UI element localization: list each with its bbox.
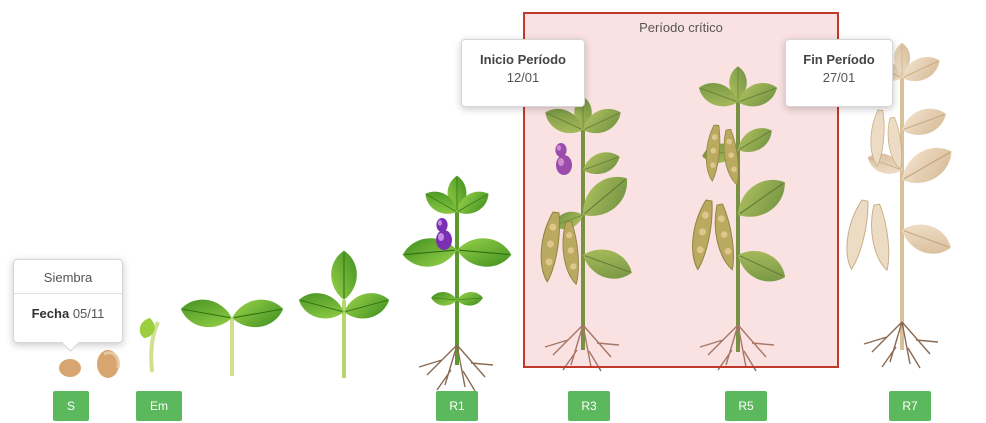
period-start-title: Inicio Período <box>462 52 584 67</box>
stage-button-em[interactable]: Em <box>136 391 182 421</box>
period-start-date: 12/01 <box>462 70 584 85</box>
sowing-date-label: Fecha <box>32 306 70 321</box>
period-end-tooltip: Fin Período 27/01 <box>785 39 893 107</box>
sowing-date: 05/11 <box>73 306 105 321</box>
period-end-title: Fin Período <box>786 52 892 67</box>
stage-button-r3[interactable]: R3 <box>568 391 610 421</box>
period-start-tooltip: Inicio Período 12/01 <box>461 39 585 107</box>
sowing-tooltip-body: Fecha 05/11 <box>14 294 122 321</box>
sowing-tooltip-header: Siembra <box>14 260 122 294</box>
stage-button-r7[interactable]: R7 <box>889 391 931 421</box>
stage-button-s[interactable]: S <box>53 391 89 421</box>
critical-period-title: Período crítico <box>525 20 837 35</box>
period-end-date: 27/01 <box>786 70 892 85</box>
stage-button-r5[interactable]: R5 <box>725 391 767 421</box>
stage-button-r1[interactable]: R1 <box>436 391 478 421</box>
sowing-tooltip: Siembra Fecha 05/11 <box>13 259 123 343</box>
